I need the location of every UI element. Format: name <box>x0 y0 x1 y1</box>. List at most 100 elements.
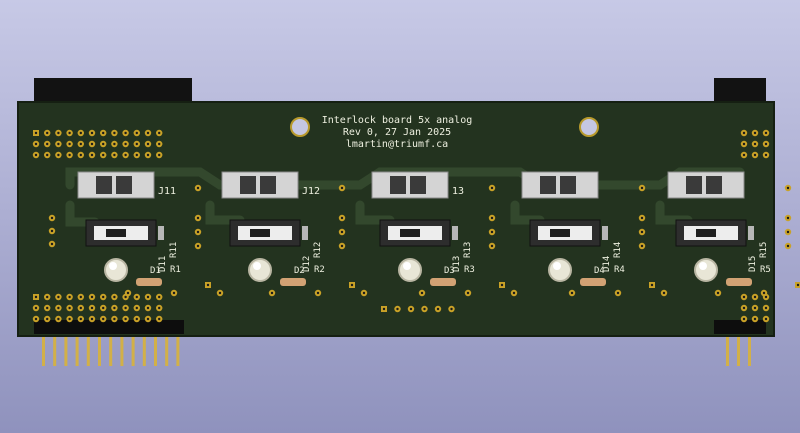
drill-hole <box>616 291 620 295</box>
drill-hole <box>764 131 768 135</box>
board-revision: Rev 0, 27 Jan 2025 <box>343 127 451 138</box>
resistor-body <box>280 278 306 286</box>
drill-hole <box>113 153 116 157</box>
drill-hole <box>786 216 790 220</box>
drill-hole <box>34 317 38 321</box>
drill-hole <box>753 153 757 157</box>
resistor-label: R12 <box>313 242 323 258</box>
drill-hole <box>34 306 38 310</box>
header-pin <box>131 330 135 366</box>
drill-hole <box>340 230 344 234</box>
diode-label: D11 <box>158 256 168 272</box>
drill-hole <box>68 153 71 157</box>
resistor-label: R1 <box>170 265 181 275</box>
diode-label: D15 <box>748 256 758 272</box>
drill-hole <box>68 317 71 321</box>
drill-hole <box>396 307 399 311</box>
drill-hole <box>436 307 440 311</box>
resistor-label: R3 <box>464 265 475 275</box>
drill-hole <box>146 306 150 310</box>
pcb-substrate <box>17 101 775 337</box>
drill-hole <box>158 295 161 299</box>
drill-hole <box>662 291 666 295</box>
drill-hole <box>34 295 38 299</box>
drill-hole <box>466 291 470 295</box>
drill-hole <box>218 291 222 295</box>
drill-hole <box>158 317 161 321</box>
drill-hole <box>34 142 38 146</box>
drill-hole <box>46 306 49 310</box>
header-pin <box>75 330 79 366</box>
drill-hole <box>490 230 494 234</box>
drill-hole <box>46 131 49 135</box>
drill-hole <box>79 153 83 157</box>
diode-label: D14 <box>602 256 612 272</box>
header-pin <box>42 330 45 366</box>
drill-hole <box>57 295 60 299</box>
board-title: Interlock board 5x analog <box>322 115 473 126</box>
drill-hole <box>158 142 161 146</box>
header-pad-grid <box>32 129 770 323</box>
smd-diode <box>602 226 608 240</box>
header-pin <box>737 330 740 366</box>
drill-hole <box>135 317 138 321</box>
drill-hole <box>172 291 176 295</box>
drill-hole <box>158 306 161 310</box>
drill-hole <box>124 153 127 157</box>
header-pin <box>53 330 57 366</box>
drill-hole <box>753 317 757 321</box>
drill-hole <box>382 307 386 311</box>
relay-slider <box>550 229 570 237</box>
drill-hole <box>764 295 768 299</box>
drill-hole <box>796 283 800 287</box>
drill-hole <box>68 306 71 310</box>
header-pin <box>142 330 146 366</box>
drill-hole <box>50 229 54 233</box>
left-connector-body <box>34 320 184 334</box>
drill-hole <box>90 131 94 135</box>
drill-hole <box>57 317 60 321</box>
drill-hole <box>786 230 790 234</box>
drill-hole <box>68 131 71 135</box>
drill-hole <box>124 317 127 321</box>
drill-hole <box>316 291 320 295</box>
drill-hole <box>102 131 105 135</box>
resistor-label: R14 <box>613 242 623 258</box>
drill-hole <box>124 131 127 135</box>
board-author: lmartin@triumf.ca <box>346 139 448 150</box>
drill-hole <box>512 291 516 295</box>
drill-hole <box>742 142 746 146</box>
smd-diode <box>748 226 754 240</box>
drill-hole <box>146 153 150 157</box>
drill-hole <box>490 244 494 248</box>
led-indicator <box>104 258 128 282</box>
drill-hole <box>126 291 130 295</box>
relay-slider <box>250 229 270 237</box>
drill-hole <box>50 242 54 246</box>
header-pin <box>154 330 157 366</box>
drill-hole <box>113 306 116 310</box>
drill-hole <box>764 153 768 157</box>
drill-hole <box>764 142 768 146</box>
drill-hole <box>762 291 766 295</box>
resistor-label: R5 <box>760 265 771 275</box>
led-indicator <box>398 258 422 282</box>
smd-diode <box>452 226 458 240</box>
drill-hole <box>362 291 366 295</box>
drill-hole <box>270 291 274 295</box>
drill-hole <box>753 306 757 310</box>
drill-hole <box>113 317 116 321</box>
drill-hole <box>146 295 150 299</box>
drill-hole <box>146 317 150 321</box>
header-pin <box>64 330 68 366</box>
drill-hole <box>79 306 83 310</box>
drill-hole <box>196 244 200 248</box>
header-pin <box>748 330 751 366</box>
drill-hole <box>90 317 94 321</box>
drill-hole <box>640 216 644 220</box>
drill-hole <box>146 142 150 146</box>
right-header-pins <box>726 330 751 366</box>
drill-hole <box>340 244 344 248</box>
drill-hole <box>753 142 757 146</box>
